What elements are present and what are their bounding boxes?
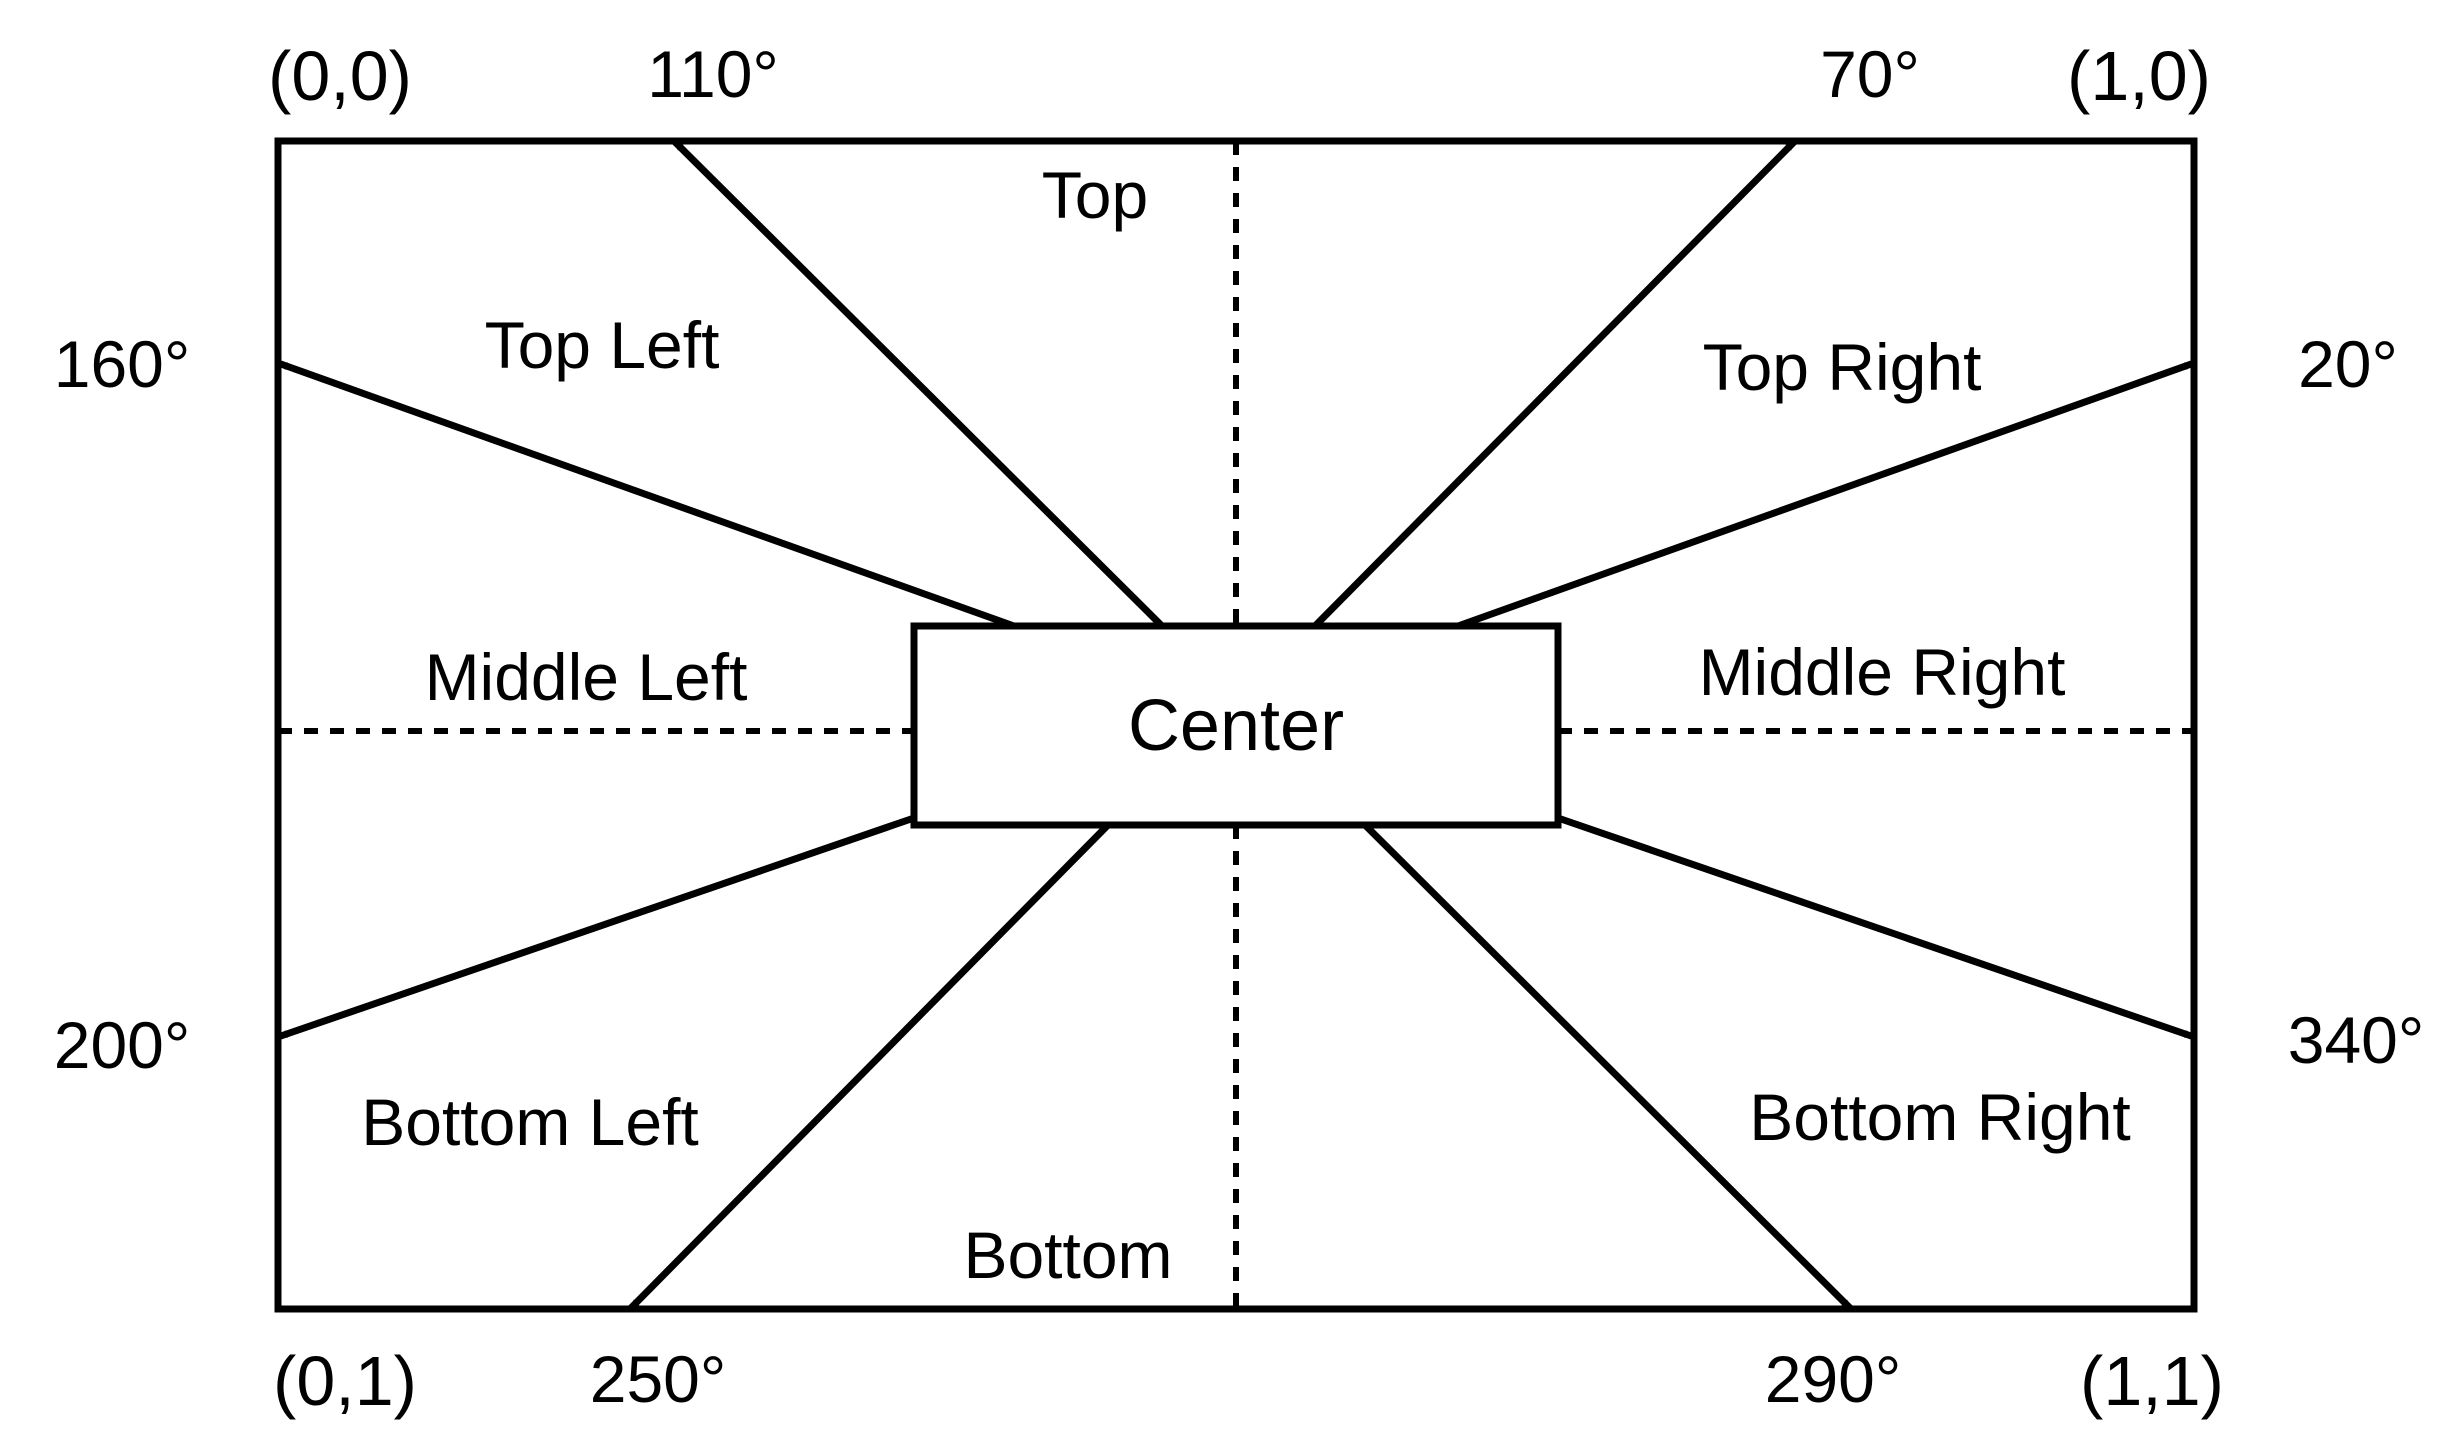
region-label-top-right: Top Right — [1703, 330, 1982, 404]
region-label-bottom-right: Bottom Right — [1749, 1080, 2131, 1154]
region-label-bottom: Bottom — [963, 1218, 1172, 1292]
angle-label-250: 250° — [590, 1342, 727, 1416]
arrow-70 — [1312, 138, 1798, 629]
corner-label-bottom-left: (0,1) — [273, 1342, 417, 1420]
arrow-200 — [276, 814, 916, 1041]
center-box — [910, 622, 1562, 829]
region-label-middle-right: Middle Right — [1699, 635, 2066, 709]
region-label-top-left: Top Left — [485, 308, 720, 382]
corner-label-top-left: (0,0) — [268, 37, 412, 115]
corner-label-top-right: (1,0) — [2067, 37, 2211, 115]
angle-label-290: 290° — [1765, 1342, 1902, 1416]
arrow-290 — [1362, 822, 1854, 1312]
arrow-250 — [627, 822, 1111, 1312]
corner-label-bottom-right: (1,1) — [2080, 1342, 2224, 1420]
center-label: Center — [1128, 686, 1344, 766]
region-label-bottom-left: Bottom Left — [361, 1085, 699, 1159]
region-label-middle-left: Middle Left — [425, 640, 748, 714]
arrow-110 — [671, 138, 1165, 629]
arrow-20 — [1456, 359, 2196, 630]
angle-label-110: 110° — [647, 37, 779, 111]
region-label-top: Top — [1042, 158, 1148, 232]
arrow-340 — [1556, 814, 2196, 1041]
arrow-160 — [276, 359, 1016, 630]
angle-label-20: 20° — [2298, 327, 2398, 401]
angle-label-160: 160° — [54, 327, 191, 401]
angle-label-340: 340° — [2288, 1003, 2425, 1077]
angle-label-200: 200° — [54, 1008, 191, 1082]
angle-label-70: 70° — [1820, 37, 1920, 111]
